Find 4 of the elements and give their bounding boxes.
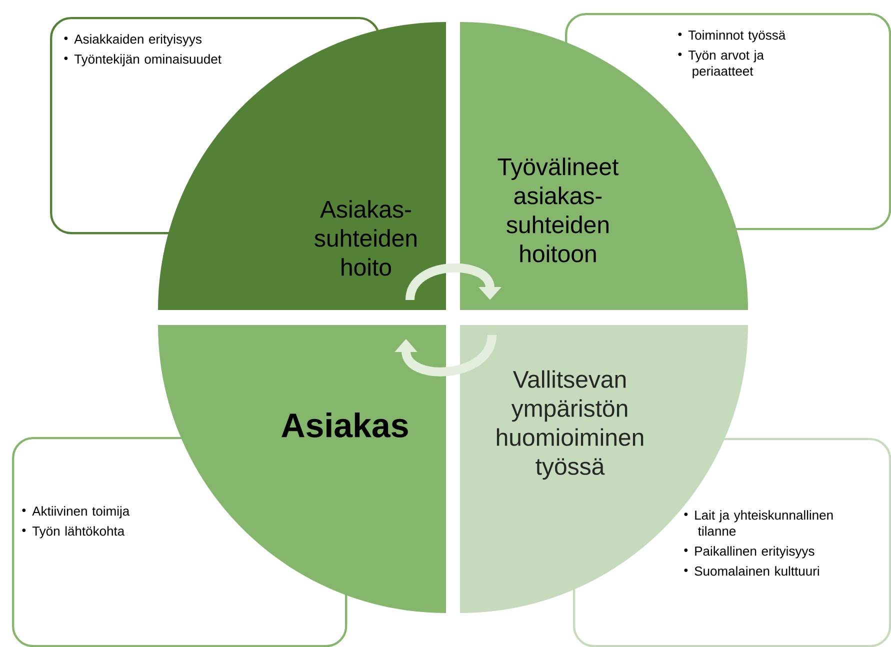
bullet-item: Työn lähtökohta xyxy=(22,526,125,538)
cycle-arrow xyxy=(394,334,496,376)
bullet-item: Aktiivinen toimija xyxy=(22,506,130,518)
quadrant-segment: Asiakas xyxy=(158,324,446,613)
